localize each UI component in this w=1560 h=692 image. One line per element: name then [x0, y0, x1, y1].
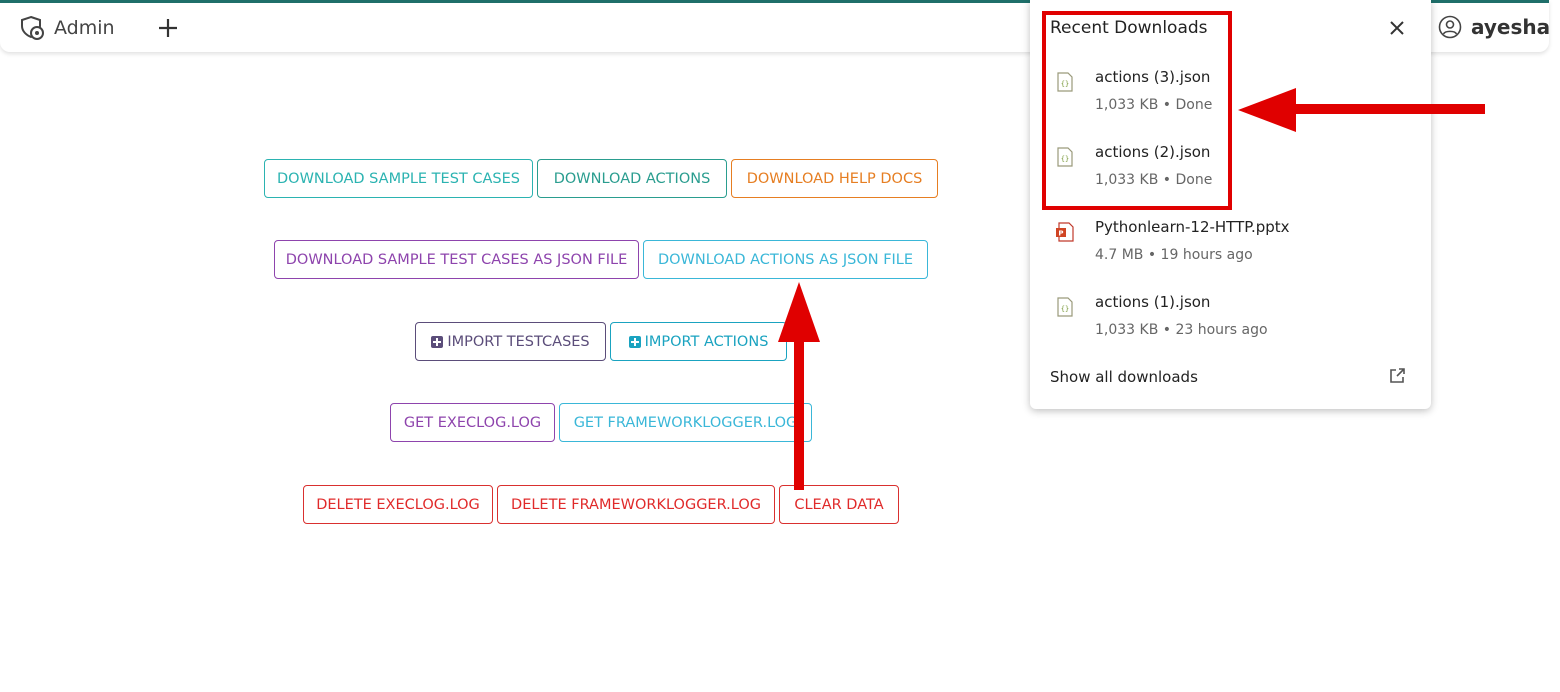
plus-square-icon: [628, 335, 641, 348]
admin-shield-icon: [21, 15, 44, 40]
import-actions-label: IMPORT ACTIONS: [644, 333, 769, 350]
brand[interactable]: Admin: [20, 15, 115, 41]
plus-icon[interactable]: [156, 16, 180, 40]
import-testcases-button[interactable]: IMPORT TESTCASES: [415, 322, 606, 361]
svg-text:{}: {}: [1061, 305, 1069, 313]
brand-label: Admin: [54, 17, 115, 39]
download-item[interactable]: {} actions (1).json 1,033 KB • 23 hours …: [1030, 293, 1431, 363]
download-filename: Pythonlearn-12-HTTP.pptx: [1095, 218, 1290, 236]
user-name: ayesha: [1471, 15, 1551, 39]
pptx-file-icon: P: [1056, 222, 1074, 242]
plus-square-icon: [431, 335, 444, 348]
open-external-icon[interactable]: [1388, 367, 1406, 385]
annotation-highlight-box: [1042, 11, 1232, 210]
import-actions-button[interactable]: IMPORT ACTIONS: [610, 322, 787, 361]
download-meta: 1,033 KB • Done: [1095, 97, 1213, 113]
svg-text:{}: {}: [1061, 80, 1069, 88]
downloads-title: Recent Downloads: [1050, 18, 1208, 38]
import-testcases-label: IMPORT TESTCASES: [447, 333, 590, 350]
download-meta: 1,033 KB • Done: [1095, 172, 1213, 188]
download-meta: 1,033 KB • 23 hours ago: [1095, 322, 1268, 338]
download-filename: actions (2).json: [1095, 143, 1211, 161]
download-item[interactable]: {} actions (3).json 1,033 KB • Done: [1030, 68, 1431, 138]
clear-data-button[interactable]: CLEAR DATA: [779, 485, 899, 524]
download-actions-button[interactable]: DOWNLOAD ACTIONS: [537, 159, 727, 198]
delete-frameworklogger-button[interactable]: DELETE FRAMEWORKLOGGER.LOG: [497, 485, 775, 524]
download-item[interactable]: {} actions (2).json 1,033 KB • Done: [1030, 143, 1431, 213]
download-help-docs-button[interactable]: DOWNLOAD HELP DOCS: [731, 159, 938, 198]
json-file-icon: {}: [1057, 147, 1073, 167]
show-all-downloads-link[interactable]: Show all downloads: [1050, 368, 1198, 386]
download-sample-json-button[interactable]: DOWNLOAD SAMPLE TEST CASES AS JSON FILE: [274, 240, 639, 279]
download-filename: actions (1).json: [1095, 293, 1211, 311]
user-menu[interactable]: ayesha: [1438, 15, 1550, 39]
delete-execlog-button[interactable]: DELETE EXECLOG.LOG: [303, 485, 493, 524]
svg-text:{}: {}: [1061, 155, 1069, 163]
download-actions-json-button[interactable]: DOWNLOAD ACTIONS AS JSON FILE: [643, 240, 928, 279]
download-item[interactable]: P Pythonlearn-12-HTTP.pptx 4.7 MB • 19 h…: [1030, 218, 1431, 288]
download-sample-test-cases-button[interactable]: DOWNLOAD SAMPLE TEST CASES: [264, 159, 533, 198]
get-execlog-button[interactable]: GET EXECLOG.LOG: [390, 403, 555, 442]
json-file-icon: {}: [1057, 72, 1073, 92]
download-filename: actions (3).json: [1095, 68, 1211, 86]
svg-text:P: P: [1058, 230, 1063, 238]
json-file-icon: {}: [1057, 297, 1073, 317]
user-avatar-icon: [1438, 15, 1462, 39]
annotation-arrow-up: [778, 282, 820, 490]
get-frameworklogger-button[interactable]: GET FRAMEWORKLOGGER.LOG: [559, 403, 812, 442]
close-icon[interactable]: [1388, 19, 1406, 37]
download-meta: 4.7 MB • 19 hours ago: [1095, 247, 1253, 263]
